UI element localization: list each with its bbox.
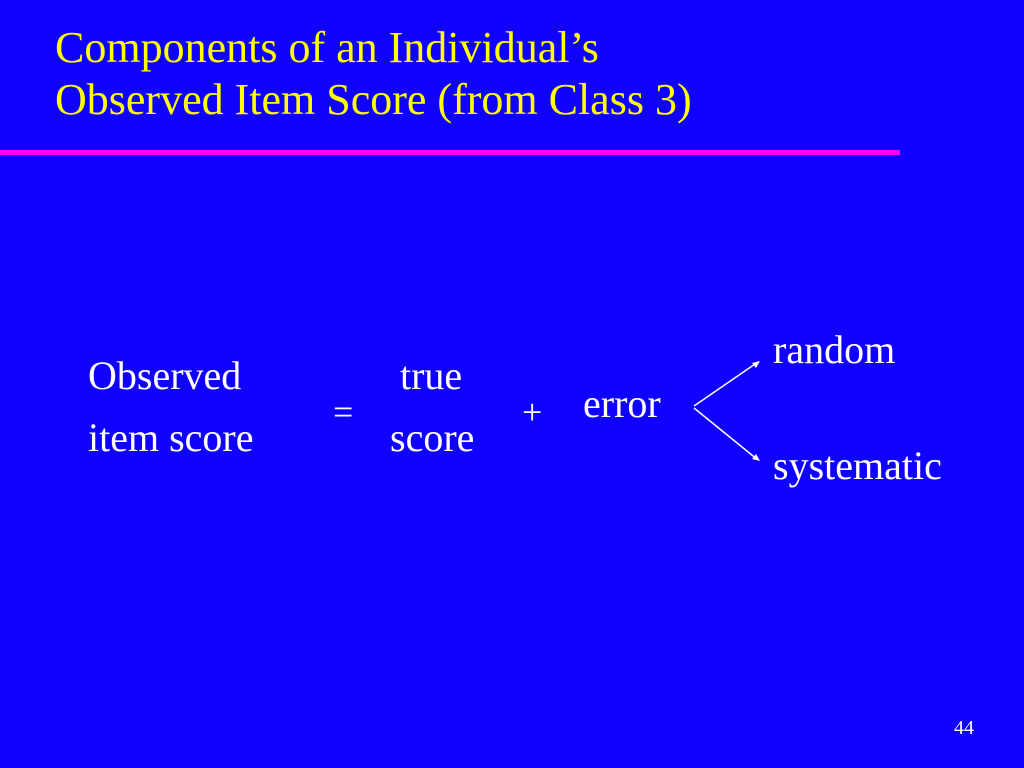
arrow-to-random: [693, 361, 759, 407]
observed-label: Observed: [88, 353, 242, 398]
arrow-to-systematic: [693, 407, 759, 461]
systematic-label: systematic: [773, 443, 942, 488]
equals-sign: =: [333, 392, 354, 432]
slide-title-line-2: Observed Item Score (from Class 3): [55, 75, 692, 124]
title-divider: [0, 150, 900, 155]
item-score-label: item score: [88, 415, 254, 460]
plus-sign: +: [522, 392, 543, 432]
score-label: score: [390, 415, 475, 460]
page-number: 44: [954, 717, 974, 739]
error-label: error: [583, 381, 661, 426]
arrow-head-systematic: [752, 454, 760, 461]
arrow-head-random: [752, 361, 760, 368]
random-label: random: [773, 327, 896, 372]
slide-title: Components of an Individual’s Observed I…: [55, 22, 955, 126]
branch-arrows: [693, 361, 760, 461]
slide-title-line-1: Components of an Individual’s: [55, 23, 599, 72]
true-label: true: [400, 353, 463, 398]
